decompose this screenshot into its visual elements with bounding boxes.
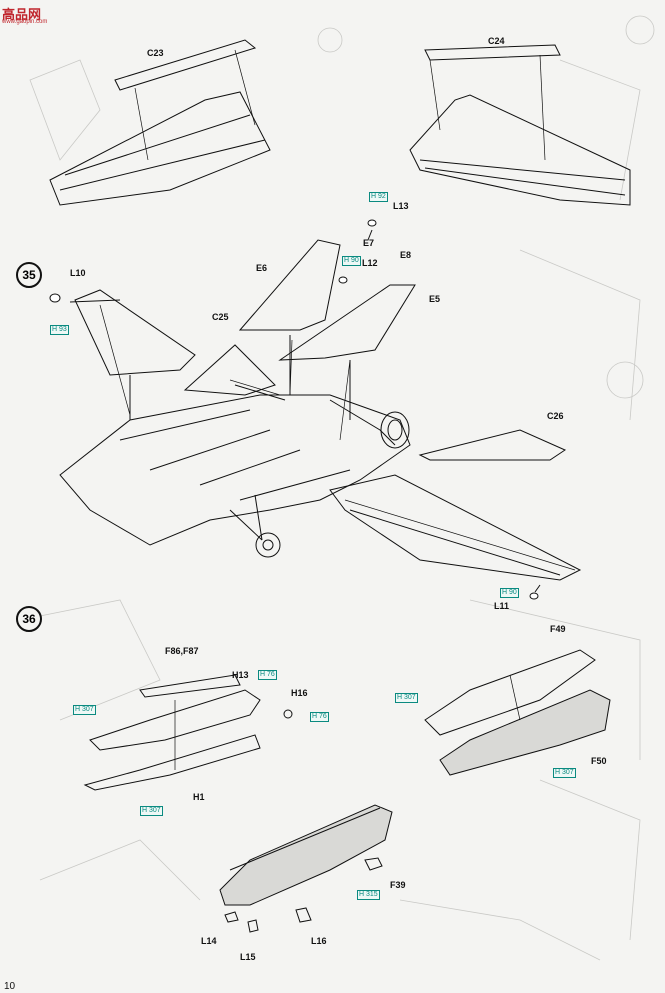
part-label-e7: E7	[363, 238, 375, 248]
part-label-f49: F49	[550, 624, 566, 634]
part-label-l11: L11	[494, 601, 510, 611]
part-label-f86-f87: F86,F87	[165, 646, 199, 656]
watermark-url: www.gaopin.com	[2, 19, 48, 25]
paint-code-h92: H 92	[369, 192, 388, 202]
paint-code-h307-f50: H 307	[553, 768, 576, 778]
part-label-l13: L13	[393, 201, 409, 211]
paint-code-h90-wing: H 90	[500, 588, 519, 598]
part-label-e8: E8	[400, 250, 412, 260]
step-number-36: 36	[16, 606, 42, 632]
part-label-l16: L16	[311, 936, 327, 946]
part-label-l10: L10	[70, 268, 86, 278]
paint-code-h307-f49: H 307	[395, 693, 418, 703]
part-label-h16: H16	[291, 688, 308, 698]
paint-code-h315: H 315	[357, 890, 380, 900]
part-label-l14: L14	[201, 936, 217, 946]
part-label-e5: E5	[429, 294, 441, 304]
part-label-f50: F50	[591, 756, 607, 766]
part-label-c26: C26	[547, 411, 564, 421]
part-label-h13: H13	[232, 670, 249, 680]
watermark-logo: 高品网	[2, 7, 42, 22]
paint-code-h307-tank: H 307	[73, 705, 96, 715]
part-label-l15: L15	[240, 952, 256, 962]
part-label-c25: C25	[212, 312, 229, 322]
part-label-f39: F39	[390, 880, 406, 890]
part-label-l12: L12	[362, 258, 378, 268]
part-label-e6: E6	[256, 263, 268, 273]
part-label-h1: H1	[193, 792, 205, 802]
paint-code-h93: H 93	[50, 325, 69, 335]
part-label-c23: C23	[147, 48, 164, 58]
paint-code-h76-tank: H 76	[258, 670, 277, 680]
step-number-35: 35	[16, 262, 42, 288]
page-number: 10	[4, 981, 16, 992]
paint-code-h76-cap: H 76	[310, 712, 329, 722]
paint-code-h307-h1: H 307	[140, 806, 163, 816]
paint-code-h90-fin: H 90	[342, 256, 361, 266]
part-label-c24: C24	[488, 36, 505, 46]
